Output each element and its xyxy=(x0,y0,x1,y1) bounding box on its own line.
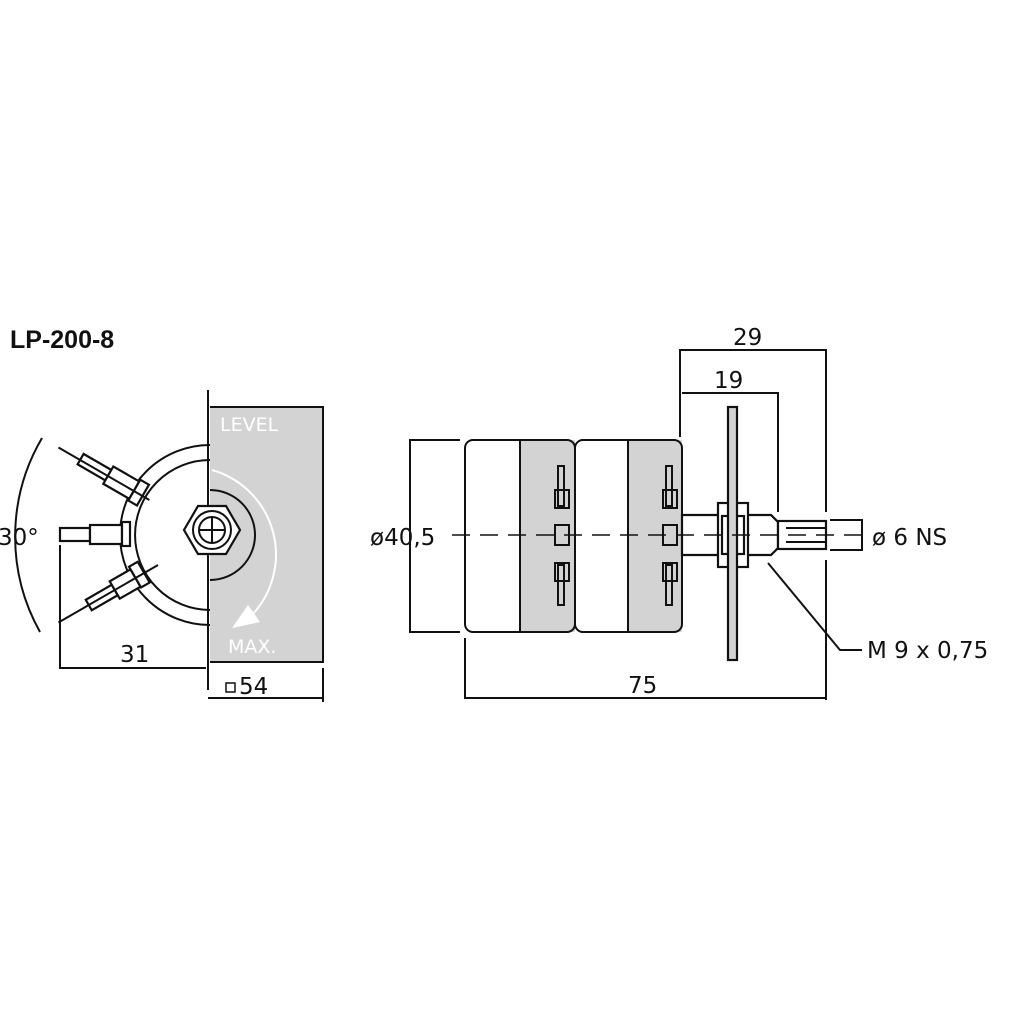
dim-depth: 31 xyxy=(120,642,149,668)
dim-shaft-total: 29 xyxy=(733,325,762,351)
terminal-middle xyxy=(58,520,132,548)
model-title: LP-200-8 xyxy=(10,326,114,354)
dim-diameter: ø40,5 xyxy=(370,525,435,551)
dim-panel: 54 xyxy=(239,674,268,700)
direction-arrow-icon xyxy=(232,605,260,628)
panel-label-level: LEVEL xyxy=(220,414,279,436)
mounting-panel xyxy=(726,405,739,662)
panel-label-max: MAX. xyxy=(228,636,276,658)
dim-shaft-diameter: ø 6 NS xyxy=(872,525,947,551)
terminal-upper xyxy=(57,446,151,508)
dim-overall: 75 xyxy=(628,673,657,699)
front-view: 30° LEVEL MAX. 31 54 xyxy=(0,390,324,702)
square-symbol-icon xyxy=(225,682,236,693)
side-view: ø40,5 29 19 75 ø 6 NS M 9 x 0,75 xyxy=(370,325,988,700)
inner-ring xyxy=(134,459,211,611)
angle-label: 30° xyxy=(0,525,39,551)
angle-arc xyxy=(14,437,43,633)
terminal-lower xyxy=(57,560,159,624)
level-arc xyxy=(211,469,277,616)
dim-thread: M 9 x 0,75 xyxy=(867,638,988,664)
dim-thread-length: 19 xyxy=(714,368,743,394)
